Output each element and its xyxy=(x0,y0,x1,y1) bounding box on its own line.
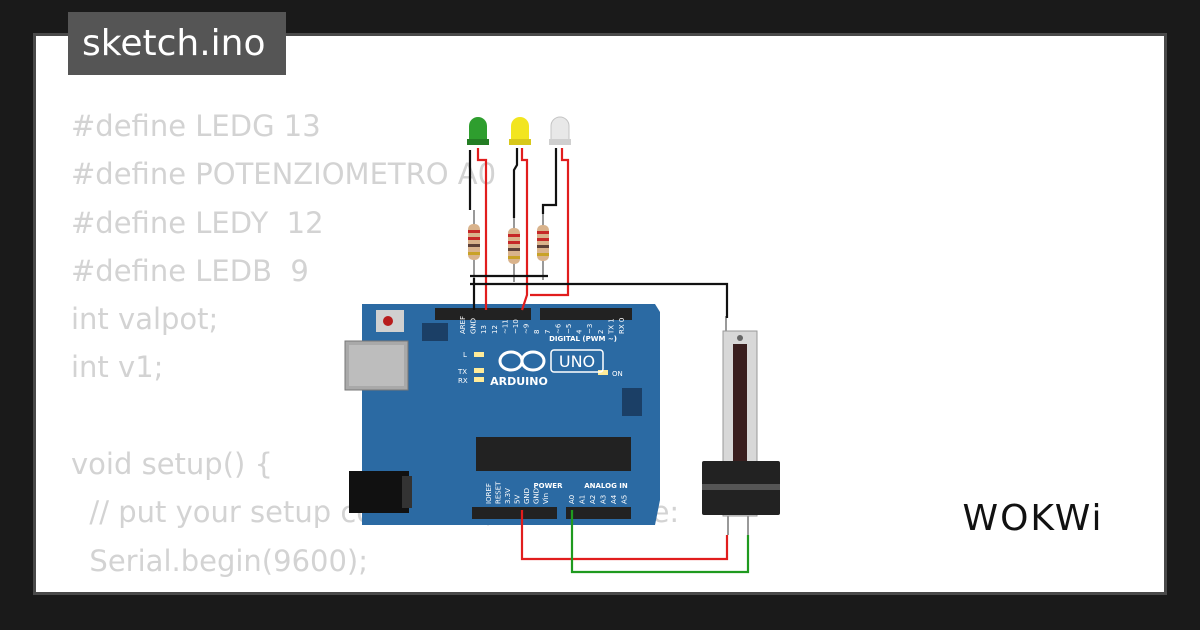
code-line: #define LEDB 9 xyxy=(71,253,309,288)
pin-label: Vin xyxy=(542,493,550,504)
code-line: Serial.begin(9600); xyxy=(71,543,369,578)
pin-label: GND xyxy=(533,488,541,504)
file-tab[interactable]: sketch.ino xyxy=(68,12,286,75)
l-label: L xyxy=(463,351,467,359)
pin-label: 13 xyxy=(480,325,488,334)
power-header-label: POWER xyxy=(534,482,564,490)
pin-label: A4 xyxy=(610,494,618,504)
pin-label: 5V xyxy=(514,495,522,504)
arduino-uno-board[interactable] xyxy=(344,304,660,525)
pin-label: RX 0 xyxy=(618,318,626,334)
board-brand-label: ARDUINO xyxy=(490,375,548,388)
pin-label: IOREF xyxy=(485,483,493,504)
wokwi-logo: WOKWi xyxy=(962,498,1103,539)
pin-label: 8 xyxy=(533,330,541,334)
wires xyxy=(468,148,750,574)
code-line: #define POTENZIOMETRO A0 xyxy=(71,157,497,192)
analog-header-label: ANALOG IN xyxy=(584,482,628,490)
pin-label: 12 xyxy=(491,325,499,334)
pin-label: TX 1 xyxy=(607,318,615,335)
code-line: int valpot; xyxy=(71,302,219,337)
pin-label: A0 xyxy=(568,495,576,504)
resistor-green[interactable] xyxy=(468,210,480,278)
rx-label: RX xyxy=(458,377,468,385)
pin-label: A5 xyxy=(621,495,629,504)
code-line: void setup() { xyxy=(71,447,273,482)
pin-label: 2 xyxy=(597,330,605,334)
pin-label: 7 xyxy=(544,330,552,334)
pin-label: ~6 xyxy=(554,323,562,334)
pin-label: ~9 xyxy=(523,324,531,334)
pin-label: ~3 xyxy=(586,324,594,334)
pin-label: A3 xyxy=(600,495,608,504)
led-yellow[interactable] xyxy=(509,117,531,145)
resistor-yellow[interactable] xyxy=(508,218,520,282)
wokwi-logo-text: WOKWi xyxy=(962,498,1103,539)
pin-label: GND xyxy=(470,318,478,334)
pin-label: 3.3V xyxy=(504,488,512,504)
pin-label: A1 xyxy=(579,495,587,504)
pin-label: AREF xyxy=(459,316,467,334)
pin-label: 4 xyxy=(576,329,584,334)
code-line: int v1; xyxy=(71,350,164,385)
code-line: #define LEDY 12 xyxy=(71,205,324,240)
code-line: pinMode(LEDG, OUTPUT); xyxy=(71,585,679,593)
pin-label: A2 xyxy=(589,495,597,504)
led-white[interactable] xyxy=(549,116,571,145)
pin-label: GND xyxy=(523,488,531,504)
on-label: ON xyxy=(612,370,623,378)
resistor-white[interactable] xyxy=(537,214,549,280)
pin-label: ~11 xyxy=(501,319,509,334)
file-tab-label: sketch.ino xyxy=(82,23,266,64)
slide-potentiometer[interactable] xyxy=(702,316,780,535)
led-green[interactable] xyxy=(467,117,489,145)
code-line: #define LEDG 13 xyxy=(71,109,321,143)
tx-label: TX xyxy=(457,368,467,376)
pin-label: ~10 xyxy=(512,319,520,334)
board-model-label: UNO xyxy=(559,352,595,371)
digital-header-label: DIGITAL (PWM ~) xyxy=(549,335,617,343)
pin-label: RESET xyxy=(495,481,503,504)
pin-label: ~5 xyxy=(565,324,573,334)
